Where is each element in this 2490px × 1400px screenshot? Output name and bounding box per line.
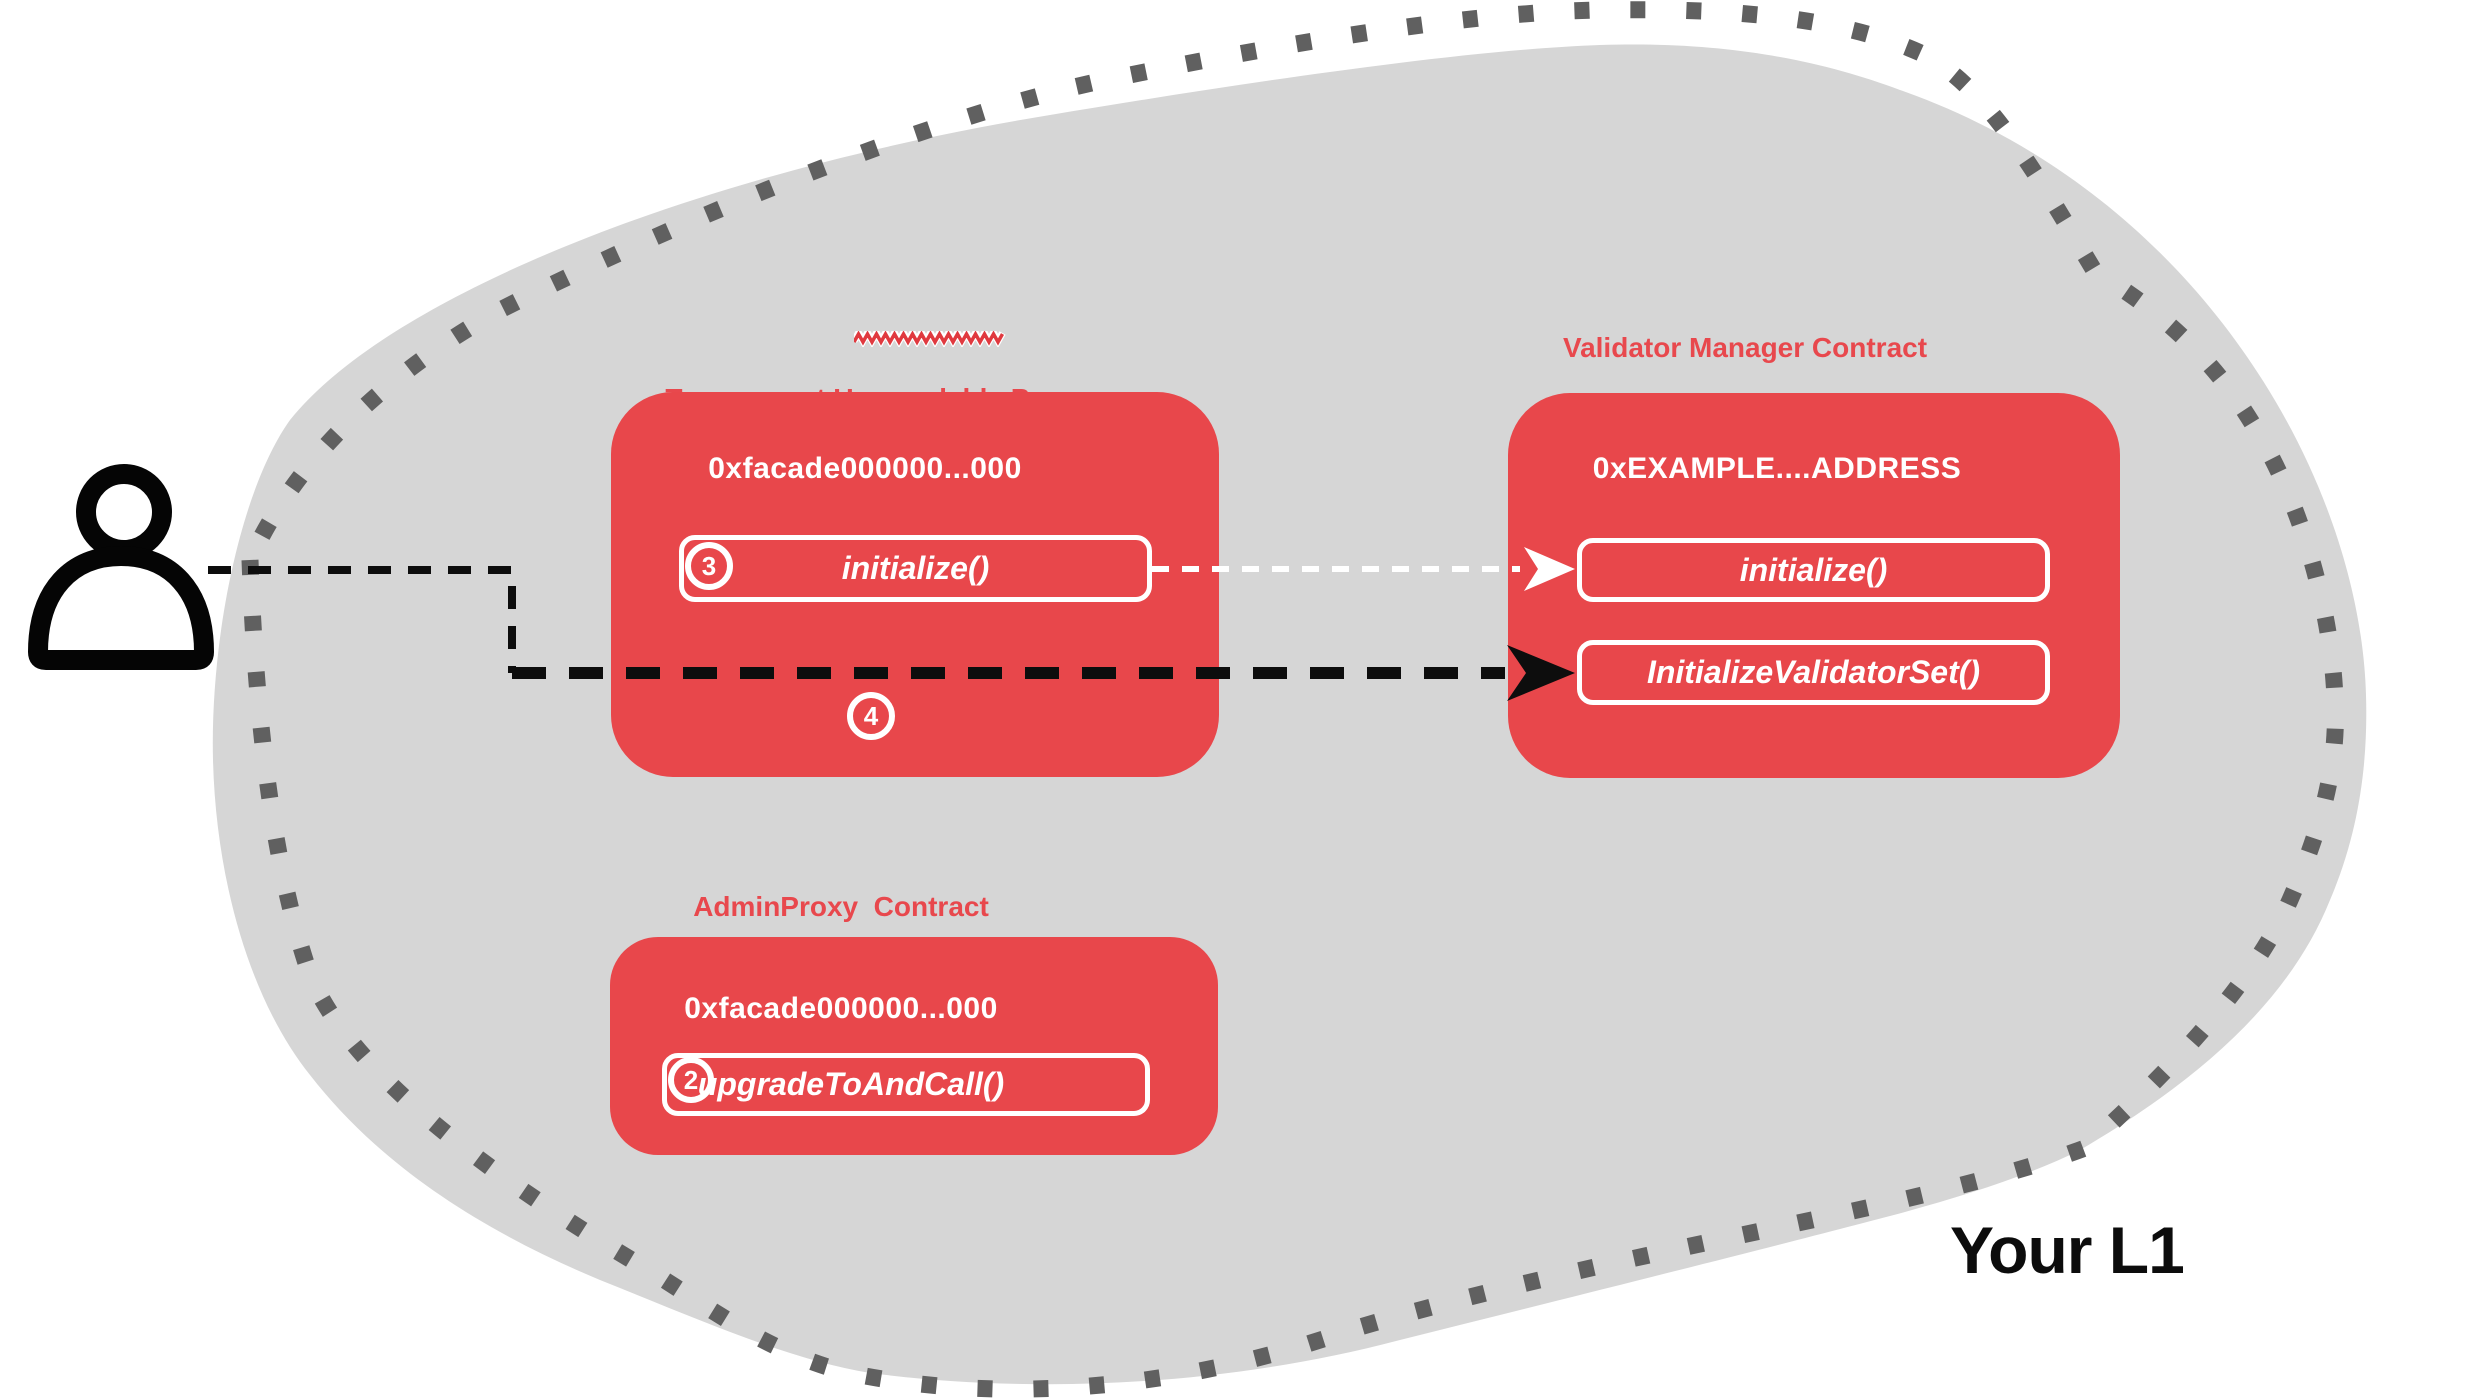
- validator-initialize-label: initialize(): [1739, 551, 1888, 588]
- admin-proxy-box: [610, 937, 1218, 1155]
- step-3-badge: 3: [685, 542, 733, 590]
- proxy-contract-address: 0xfacade000000...000: [708, 452, 1022, 485]
- validator-box-title: Validator Manager Contract: [1562, 332, 1928, 363]
- step-4-badge: 4: [847, 692, 895, 740]
- validator-initialize-function: initialize(): [1577, 538, 2050, 602]
- admin-upgradetoandcall-label: upgradeToAndCall(): [697, 1066, 1005, 1102]
- step-2-badge: 2: [668, 1057, 714, 1103]
- spellcheck-squiggle: [854, 331, 1006, 347]
- l1-region-label: Your L1: [1950, 1213, 2185, 1287]
- proxy-initialize-label: initialize(): [841, 550, 990, 586]
- admin-upgradetoandcall-function: upgradeToAndCall(): [662, 1053, 1150, 1116]
- validator-manager-box: [1508, 393, 2120, 778]
- validator-initializevalidatorset-label: InitializeValidatorSet(): [1646, 654, 1981, 690]
- validator-manager-address: 0xEXAMPLE....ADDRESS: [1592, 452, 1962, 485]
- admin-proxy-address: 0xfacade000000...000: [684, 992, 998, 1025]
- l1-dotted-border: [241, 1, 2344, 1398]
- admin-box-title: AdminProxy Contract: [693, 891, 989, 922]
- validator-initializevalidatorset-function: InitializeValidatorSet(): [1577, 640, 2050, 705]
- proxy-initialize-function: initialize(): [679, 535, 1152, 602]
